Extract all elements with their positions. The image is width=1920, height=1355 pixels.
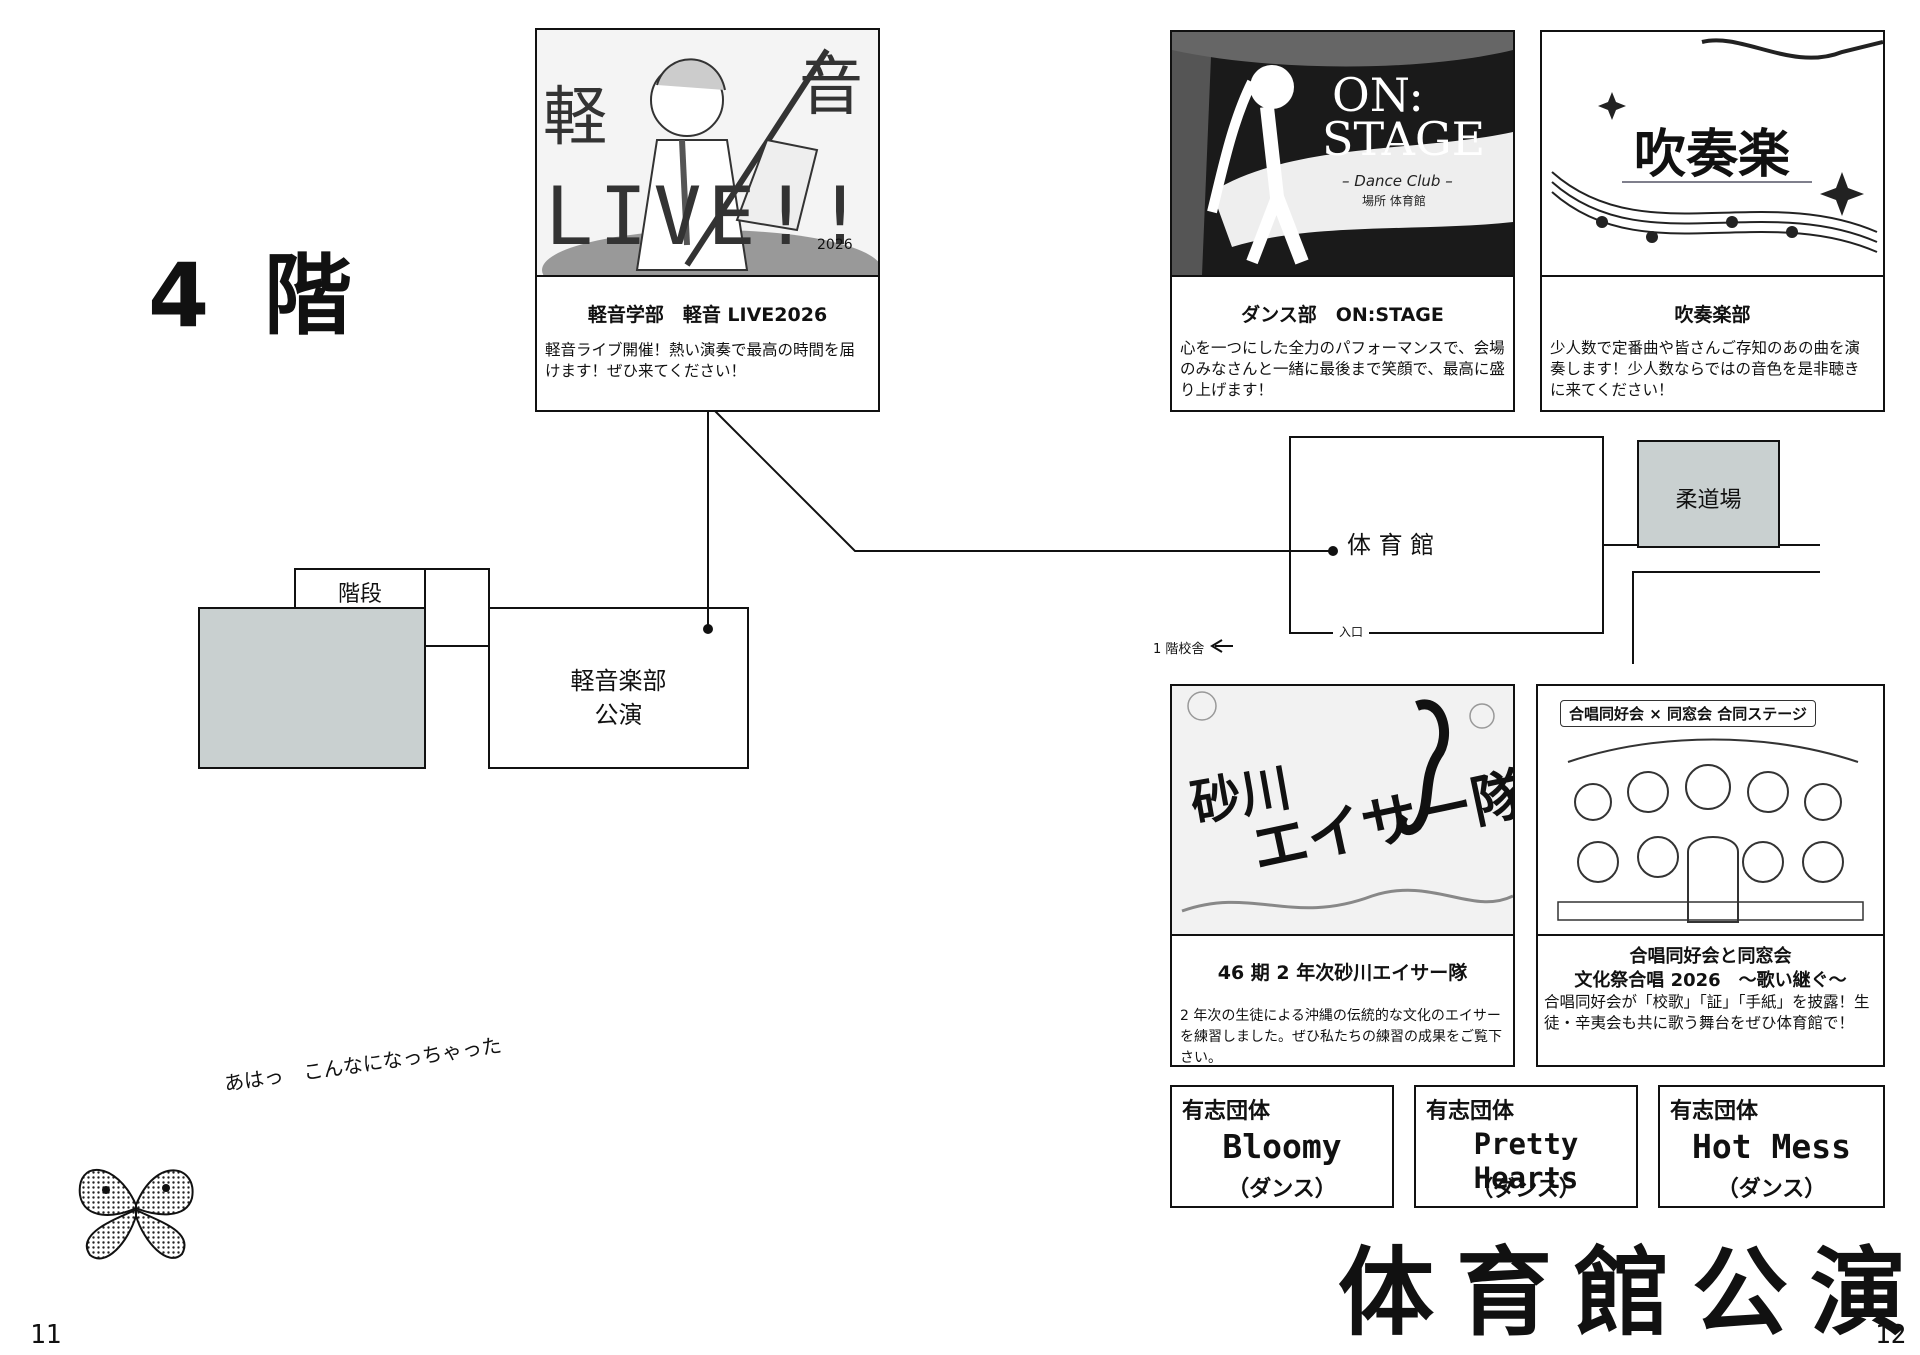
map-stairs-label: 階段 — [337, 582, 382, 607]
dancer-illustration-icon — [1172, 32, 1513, 275]
event-card-desc: 軽音ライブ開催！熱い演奏で最高の時間を届けます！ぜひ来てください！ — [545, 341, 856, 380]
page-number-right: 12 — [1875, 1320, 1907, 1350]
event-card-desc: 心を一つにした全力のパフォーマンスで、会場のみなさんと一緒に最後まで笑顔で、最高… — [1180, 339, 1505, 399]
event-card-title: 吹奏楽部 — [1674, 304, 1751, 326]
map-keion-room-line2: 公演 — [594, 701, 643, 729]
animal-choir-illustration-icon — [1557, 738, 1864, 923]
map-block-gray — [198, 607, 426, 769]
art-banner: 合唱同好会 × 同窓会 合同ステージ — [1560, 700, 1816, 727]
map-judo: 柔道場 — [1637, 440, 1780, 548]
volunteer-label: 有志団体 — [1670, 1099, 1759, 1124]
art-text-on: ON: — [1332, 68, 1424, 122]
map-judo-label: 柔道場 — [1675, 488, 1742, 513]
event-card-art: 合唱同好会 × 同窓会 合同ステージ — [1538, 686, 1883, 936]
art-text-stage: STAGE — [1322, 112, 1486, 166]
map-to-first-floor: 1 階校舎 — [1153, 642, 1205, 657]
event-card-desc: 少人数で定番曲や皆さんご存知のあの曲を演奏します！少人数ならではの音色を是非聴き… — [1550, 339, 1861, 399]
event-card-art: 砂川 エイサー隊 — [1172, 686, 1513, 936]
art-text-on: 音 — [799, 51, 863, 125]
volunteer-label: 有志団体 — [1426, 1099, 1515, 1124]
volunteer-genre: （ダンス） — [1227, 1177, 1337, 1202]
guitarist-illustration-icon — [542, 48, 878, 275]
event-card-keion: 軽 音 LIVE!! 2026 軽音学部 軽音 LIVE2026 軽音ライブ開催… — [535, 28, 880, 412]
art-text-dance-club: – Dance Club – — [1342, 172, 1453, 190]
map-stairs: 階段 — [294, 568, 426, 609]
page-title: 体育館公演 — [1338, 1237, 1920, 1349]
seahorse-illustration-icon — [1181, 691, 1513, 913]
art-text-place: 場所 体育館 — [1362, 194, 1426, 208]
map-keion-room-line1: 軽音楽部 — [570, 667, 667, 695]
volunteer-genre: （ダンス） — [1716, 1177, 1827, 1202]
volunteer-box-pretty-hearts: 有志団体 Pretty Hearts （ダンス） — [1414, 1085, 1638, 1208]
event-card-eisa: 砂川 エイサー隊 46 期 2 年次砂川エイサー隊 2 年次の生徒による沖縄の伝… — [1170, 684, 1515, 1067]
event-card-title: ダンス部 ON:STAGE — [1241, 304, 1444, 326]
event-card-title: 合唱同好会と同窓会 — [1629, 946, 1792, 967]
event-card-subtitle: 文化祭合唱 2026 ～歌い継ぐ～ — [1574, 970, 1847, 991]
map-keion-room: 軽音楽部 公演 — [488, 607, 749, 769]
art-text-live: LIVE!! — [545, 170, 870, 263]
map-entrance-label: 入口 — [1333, 623, 1370, 640]
butterfly-doodle-icon — [78, 1169, 194, 1260]
event-card-title: 46 期 2 年次砂川エイサー隊 — [1217, 962, 1468, 984]
event-card-art: 吹奏楽 — [1542, 32, 1883, 277]
page-number-left: 11 — [30, 1320, 62, 1350]
event-card-desc: 合唱同好会が「校歌」「証」「手紙」を披露！生徒・辛夷会も共に歌う舞台をぜひ体育館… — [1544, 993, 1870, 1032]
event-card-desc: 2 年次の生徒による沖縄の伝統的な文化のエイサーを練習しました。ぜひ私たちの練習… — [1180, 1008, 1502, 1066]
art-text-kei: 軽 — [543, 81, 607, 155]
volunteer-name: Pretty Hearts — [1473, 1127, 1579, 1195]
event-card-title: 軽音学部 軽音 LIVE2026 — [587, 304, 828, 326]
map-gym-label: 体 育 館 — [1347, 531, 1435, 559]
event-card-choir: 合唱同好会 × 同窓会 合同ステージ 合唱同好会と同窓会 文化祭合唱 2026 … — [1536, 684, 1885, 1067]
event-card-art: 軽 音 LIVE!! 2026 — [537, 30, 878, 277]
art-text-brass: 吹奏楽 — [1634, 124, 1791, 185]
volunteer-box-bloomy: 有志団体 Bloomy （ダンス） — [1170, 1085, 1394, 1208]
event-card-dance: ON: STAGE – Dance Club – 場所 体育館 ダンス部 ON:… — [1170, 30, 1515, 412]
floor-title: 4 階 — [148, 244, 364, 347]
volunteer-name: Bloomy — [1222, 1127, 1342, 1166]
event-card-art: ON: STAGE – Dance Club – 場所 体育館 — [1172, 32, 1513, 277]
volunteer-box-hot-mess: 有志団体 Hot Mess （ダンス） — [1658, 1085, 1885, 1208]
art-text-year: 2026 — [817, 237, 853, 253]
volunteer-label: 有志団体 — [1182, 1099, 1271, 1124]
music-staff-illustration-icon — [1551, 38, 1883, 253]
event-card-brass: 吹奏楽 吹奏楽部 少人数で定番曲や皆さんご存知のあの曲を演奏します！少人数ならで… — [1540, 30, 1885, 412]
volunteer-name: Hot Mess — [1692, 1127, 1851, 1166]
volunteer-genre: （ダンス） — [1471, 1177, 1581, 1202]
